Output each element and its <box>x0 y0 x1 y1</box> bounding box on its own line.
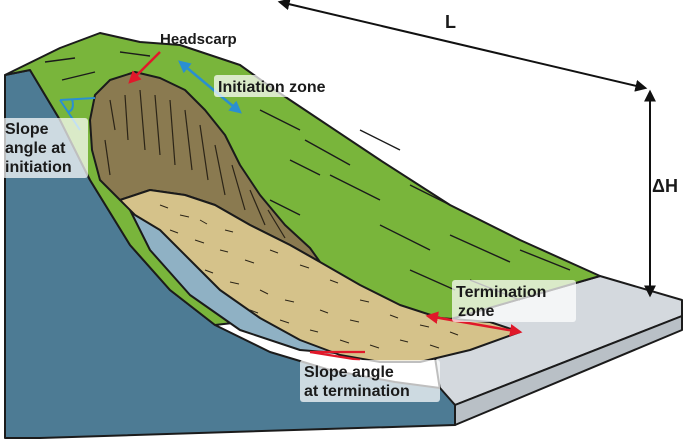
headscarp-face <box>89 71 321 263</box>
deposit-texture <box>159 204 459 349</box>
slope-angle-termination-marker <box>309 350 365 362</box>
initiation-zone-label-bg <box>214 75 352 97</box>
termination-zone-arrow <box>425 311 523 337</box>
slope-termination-label-line1: Slope angle <box>304 364 394 381</box>
initiation-zone-label: Initiation zone <box>218 79 326 96</box>
length-label: L <box>445 12 456 32</box>
hillside-texture <box>44 51 571 301</box>
termination-zone-label-bg <box>452 280 576 322</box>
headscarp-texture <box>104 89 286 239</box>
slope-initiation-label-line3: initiation <box>5 159 72 176</box>
slope-initiation-label-bg <box>2 118 88 178</box>
termination-zone-label-line2: zone <box>458 303 495 320</box>
termination-zone-label-line1: Termination <box>456 284 546 301</box>
slope-initiation-label-line1: Slope <box>5 121 49 138</box>
initiation-zone-arrow <box>178 60 242 114</box>
slope-initiation-label-line2: angle at <box>5 140 66 157</box>
slope-termination-label-line2: at termination <box>304 383 410 400</box>
slope-termination-label-bg <box>300 360 440 402</box>
delta-h-label: ΔH <box>652 176 678 196</box>
length-arrow <box>277 0 648 92</box>
headscarp-pointer <box>128 51 161 84</box>
headscarp-label: Headscarp <box>160 31 237 48</box>
